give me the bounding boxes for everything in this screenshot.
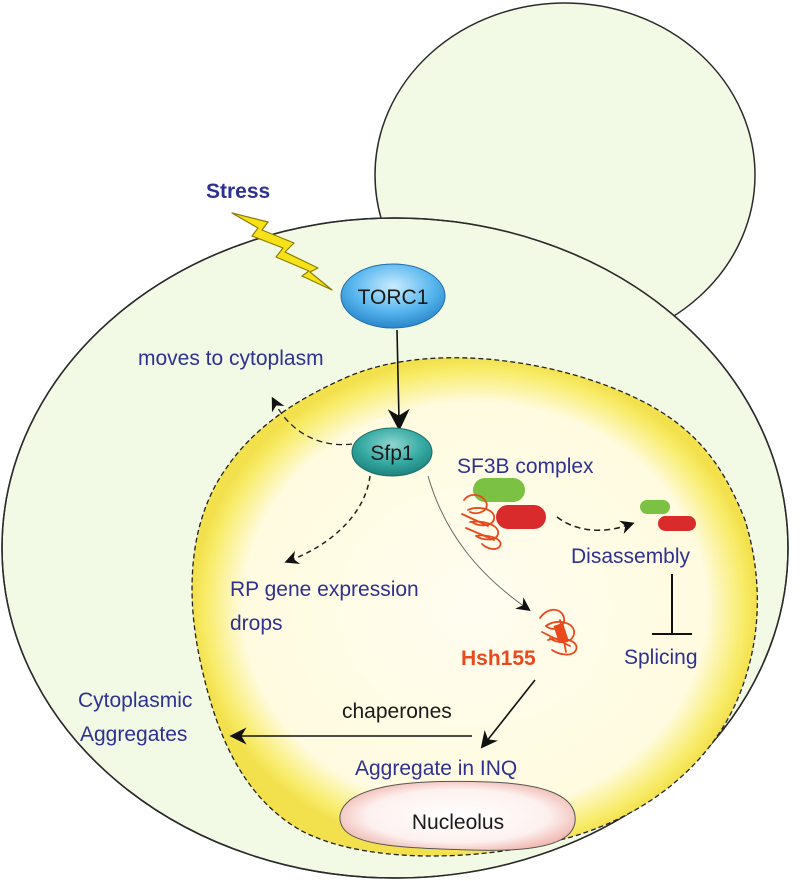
sfp1-to-hsh155-arrow xyxy=(427,475,531,612)
hsh155-protein-icon xyxy=(539,608,578,656)
nucleolus xyxy=(339,780,576,851)
sf3b-green-fragment xyxy=(640,500,670,514)
splicing-label: Splicing xyxy=(624,646,698,669)
hsh155-label: Hsh155 xyxy=(461,647,536,670)
moves-to-cytoplasm-label: moves to cytoplasm xyxy=(138,347,324,370)
rp-gene-line2: drops xyxy=(230,612,283,635)
chaperones-label: chaperones xyxy=(342,700,452,723)
nucleolus-label: Nucleolus xyxy=(412,811,504,834)
sf3b-complex-icon xyxy=(461,478,546,550)
cytoplasmic-aggregates-line1: Cytoplasmic xyxy=(78,689,192,712)
torc1-node xyxy=(340,263,446,329)
sf3b-complex-label: SF3B complex xyxy=(457,455,594,478)
aggregate-inq-label: Aggregate in INQ xyxy=(355,757,517,780)
torc1-to-sfp1-arrow xyxy=(387,329,410,431)
nucleus xyxy=(191,357,758,857)
disassembly-label: Disassembly xyxy=(571,545,691,568)
sfp1-to-cytoplasm-arrow xyxy=(271,396,353,446)
torc1-label: TORC1 xyxy=(358,286,429,309)
sfp1-label: Sfp1 xyxy=(370,442,413,465)
hsh155-to-inq-arrow xyxy=(480,679,536,749)
rp-gene-line1: RP gene expression xyxy=(230,578,419,601)
sf3b-red-fragment xyxy=(658,516,696,531)
stress-label: Stress xyxy=(206,180,270,203)
sfp1-to-rp-arrow xyxy=(284,475,371,565)
sfp1-node xyxy=(351,427,433,477)
cytoplasmic-aggregates-line2: Aggregates xyxy=(80,723,187,746)
lightning-bolt-icon xyxy=(231,212,333,291)
